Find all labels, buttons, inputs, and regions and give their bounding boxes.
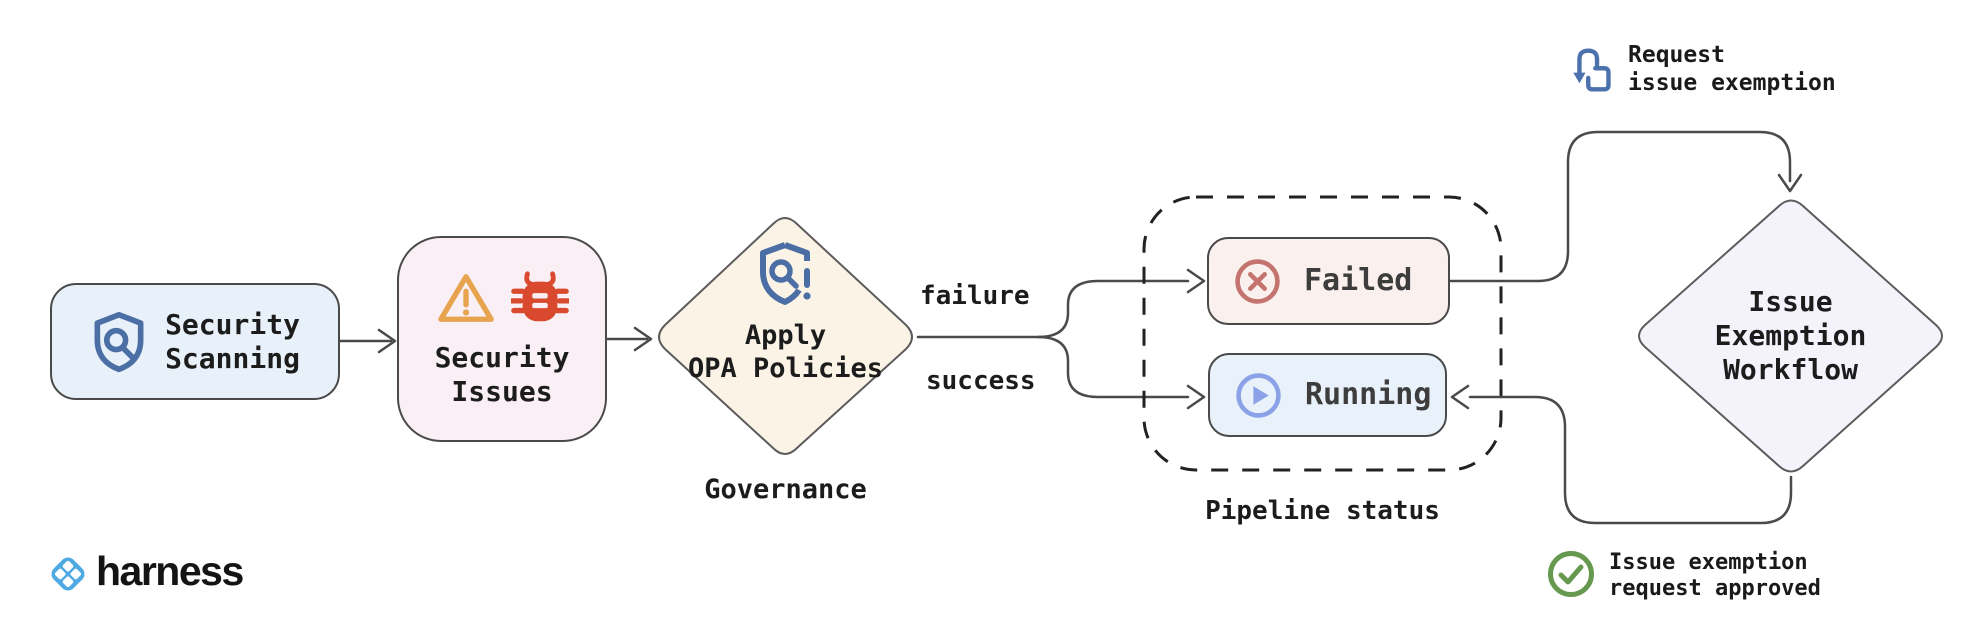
approved-note-text: Issue exemption request approved (1609, 550, 1821, 602)
security-issues-icons (435, 270, 569, 326)
harness-logo: harness (47, 548, 244, 595)
approved-note: Issue exemption request approved (1547, 550, 1821, 602)
exemption-node-label: Issue Exemption Workflow (1633, 285, 1948, 387)
governance-caption: Governance (704, 474, 867, 505)
edge-scanning-to-issues (338, 328, 397, 354)
running-label: Running (1305, 377, 1432, 413)
label-line: Security (434, 341, 570, 375)
request-exemption-note: Request issue exemption (1568, 42, 1836, 98)
label-line: request approved (1609, 575, 1821, 601)
request-note-text: Request issue exemption (1628, 42, 1836, 97)
edge-success-branch (1036, 335, 1206, 410)
node-failed: Failed (1207, 237, 1450, 325)
edge-issues-to-opa (605, 326, 653, 352)
check-circle-icon (1548, 551, 1594, 597)
label-line: Issue (1748, 285, 1833, 318)
edge-label-failure: failure (920, 281, 1030, 311)
shield-search-icon (94, 311, 144, 372)
pipeline-status-caption: Pipeline status (1205, 496, 1440, 526)
security-scanning-label: Security Scanning (165, 308, 300, 374)
circle-play-icon (1236, 372, 1281, 418)
label-line: Security (165, 308, 300, 342)
label-line: Scanning (165, 341, 300, 375)
harness-logo-icon (51, 557, 85, 591)
opa-node-label: Apply OPA Policies (653, 320, 918, 386)
node-running: Running (1208, 353, 1447, 437)
label-line: Issue exemption (1609, 550, 1808, 575)
edge-failed-to-exemption (1448, 130, 1803, 283)
node-security-scanning: Security Scanning (50, 283, 340, 400)
node-security-issues: Security Issues (397, 236, 607, 442)
harness-wordmark: harness (96, 547, 244, 594)
pipeline-status-group-border (1142, 195, 1503, 472)
edge-label-success: success (926, 366, 1036, 396)
label-line: issue exemption (1628, 69, 1836, 96)
label-line: Exemption (1714, 319, 1867, 353)
bug-icon (511, 271, 569, 322)
warning-triangle-icon (438, 274, 494, 323)
failed-label: Failed (1304, 263, 1413, 299)
label-line: OPA Policies (687, 352, 884, 384)
label-line: Apply (744, 320, 827, 351)
shield-policy-alert-icon (760, 242, 811, 305)
request-exemption-icon (1573, 48, 1611, 92)
security-issues-label: Security Issues (435, 341, 570, 407)
label-line: Workflow (1723, 353, 1858, 387)
circle-x-icon (1235, 258, 1280, 304)
exemption-diamond-shape (1638, 199, 1943, 473)
opa-diamond-shape (658, 217, 913, 455)
edge-exemption-to-running (1450, 384, 1793, 525)
label-line: Issues (451, 374, 553, 408)
label-line: Request (1628, 42, 1725, 68)
edge-failure-branch (1036, 268, 1206, 339)
